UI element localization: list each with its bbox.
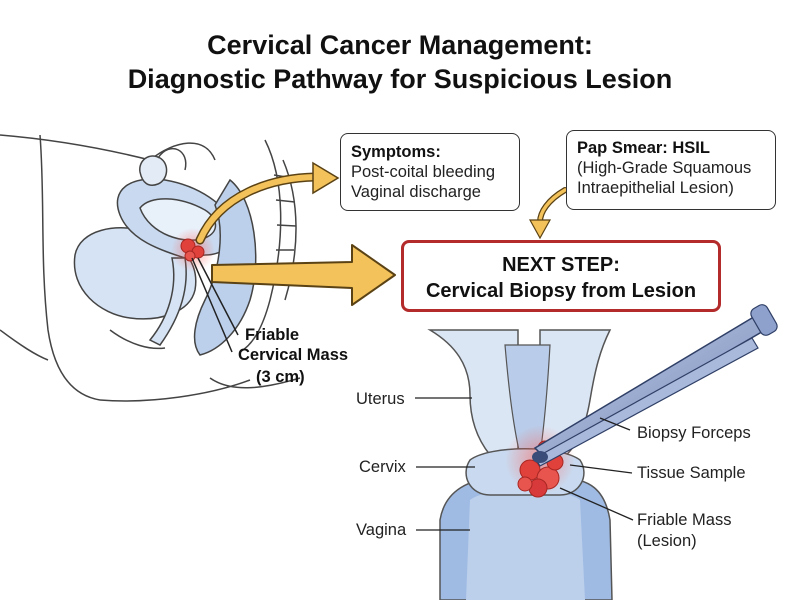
symptoms-heading: Symptoms:	[351, 143, 441, 161]
pap-line-1: (High-Grade Squamous	[577, 159, 752, 177]
next-step-line-1: NEXT STEP:	[502, 254, 620, 276]
page-title: Cervical Cancer Management: Diagnostic P…	[0, 28, 800, 96]
label-vagina: Vagina	[356, 521, 407, 539]
biopsy-forceps	[532, 304, 778, 467]
label-biopsy-forceps: Biopsy Forceps	[637, 424, 751, 442]
arrow-to-next-step	[211, 244, 396, 306]
closeup-leader-lines	[415, 397, 634, 531]
cervical-mass-marker	[171, 228, 215, 272]
next-step-line-2: Cervical Biopsy from Lesion	[425, 280, 697, 302]
symptoms-box: Symptoms: Post-coital bleeding Vaginal d…	[340, 133, 520, 211]
symptom-2: Vaginal discharge	[351, 183, 481, 201]
arrow-to-symptoms	[195, 161, 340, 245]
next-step-box: NEXT STEP: Cervical Biopsy from Lesion	[401, 240, 721, 312]
pap-heading: Pap Smear: HSIL	[577, 139, 710, 157]
label-cervix: Cervix	[359, 458, 406, 476]
label-friable-mass: Friable Mass	[637, 511, 732, 529]
arrow-from-pap	[528, 187, 568, 240]
ovary	[139, 155, 168, 186]
symptom-1: Post-coital bleeding	[351, 163, 496, 181]
pap-line-2: Intraepithelial Lesion)	[577, 179, 734, 197]
label-friable-mass-lesion: (Lesion)	[637, 532, 697, 550]
pap-smear-box: Pap Smear: HSIL (High-Grade Squamous Int…	[566, 130, 776, 210]
mass-leader-lines	[191, 257, 239, 353]
mass-label-line-3: (3 cm)	[256, 368, 305, 386]
title-line-2: Diagnostic Pathway for Suspicious Lesion	[127, 64, 673, 94]
mass-label-line-2: Cervical Mass	[238, 346, 349, 364]
vagina-canal	[148, 257, 187, 346]
label-tissue-sample: Tissue Sample	[637, 464, 746, 482]
label-uterus: Uterus	[356, 390, 405, 408]
mass-label-line-1: Friable	[245, 326, 300, 344]
body-outline	[0, 134, 216, 161]
title-line-1: Cervical Cancer Management:	[207, 30, 593, 60]
